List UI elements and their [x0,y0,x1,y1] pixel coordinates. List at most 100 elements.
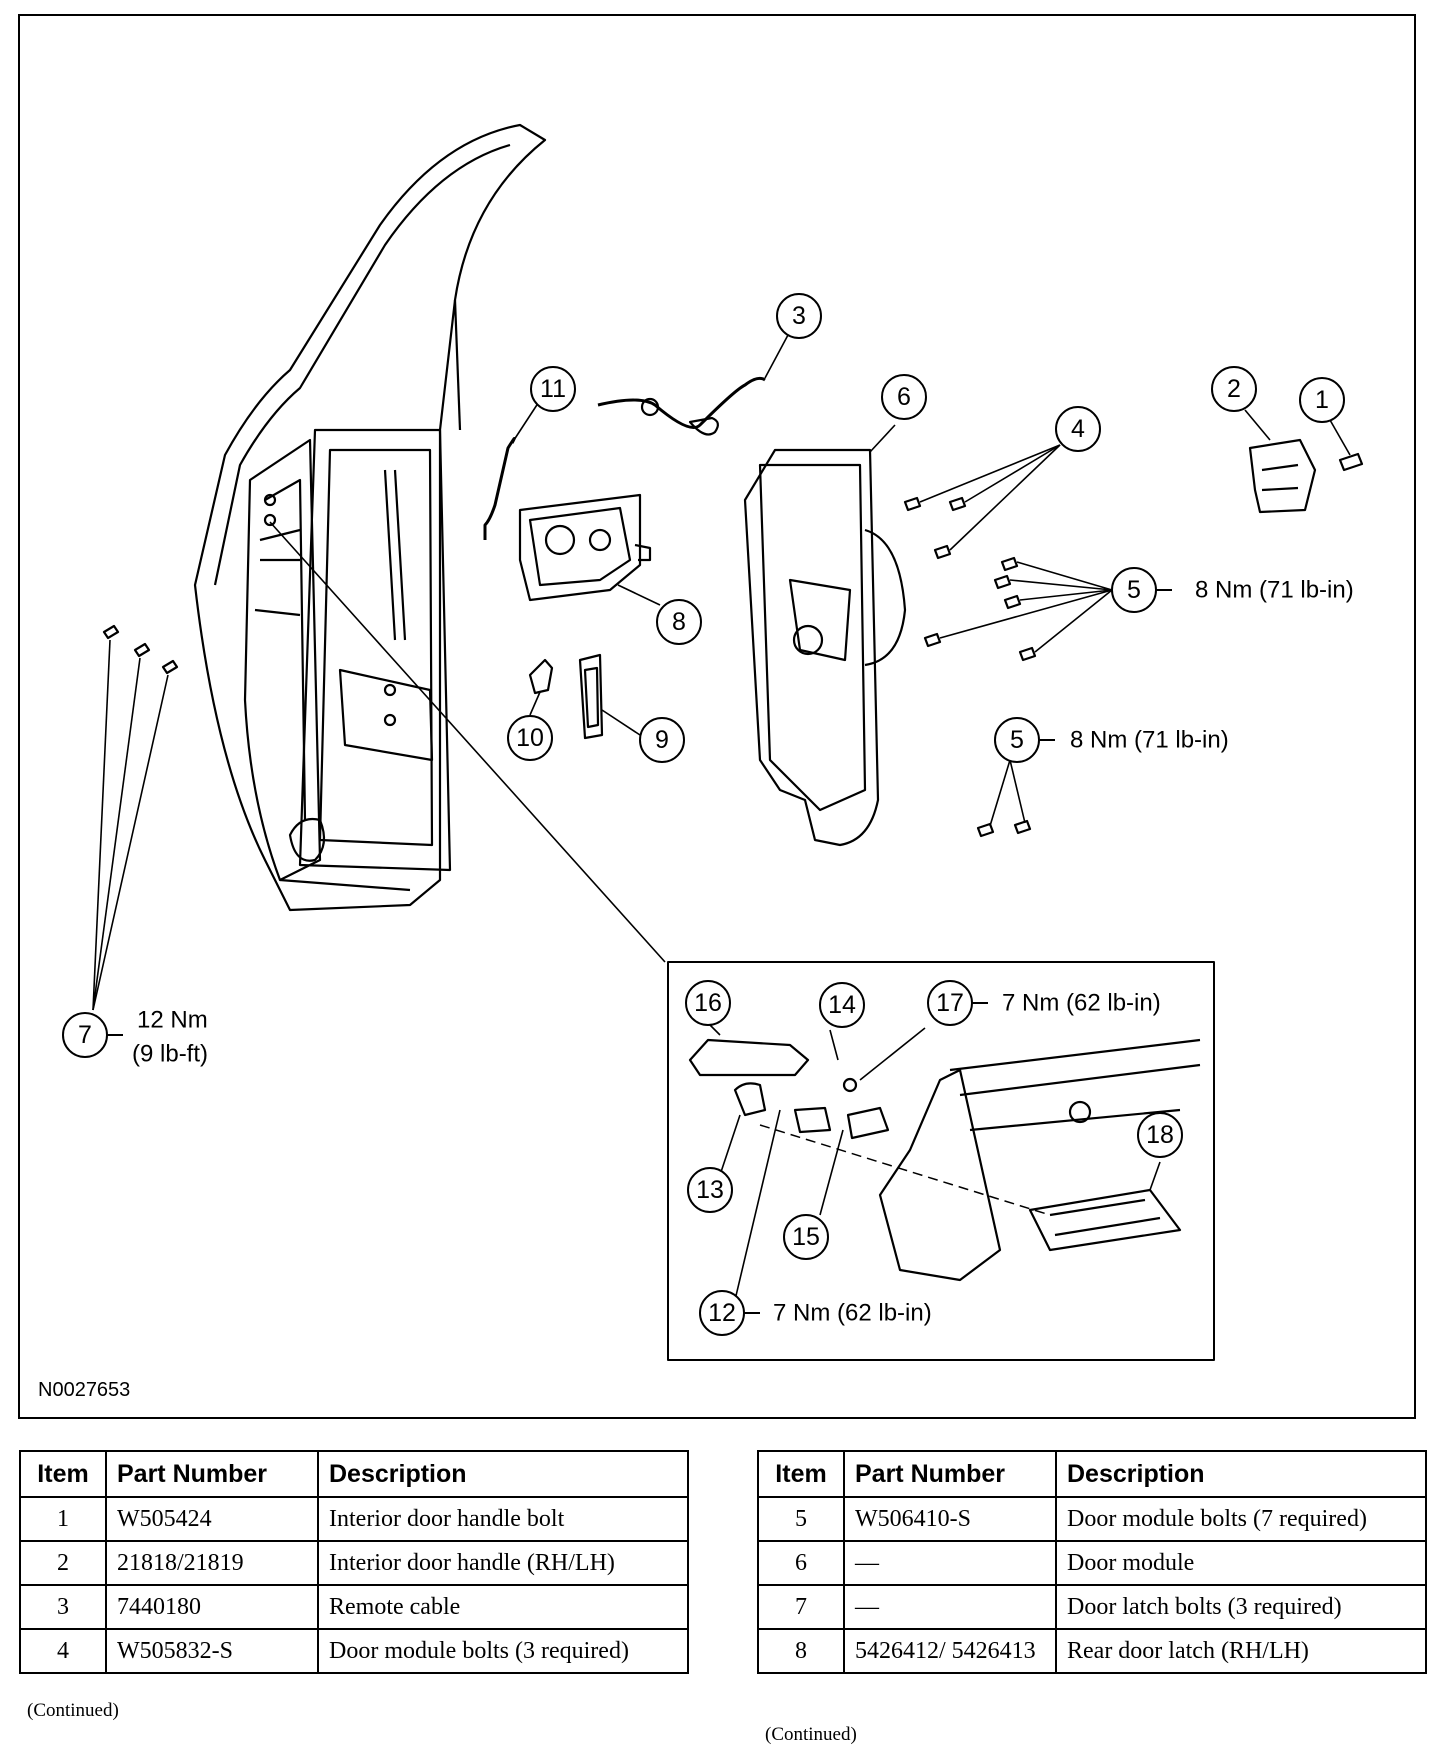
continued-note-right: (Continued) [765,1724,857,1745]
item-cell: 3 [19,1584,107,1630]
parts-table-left: Item Part Number Description 1 W505424 I… [19,1450,689,1674]
small-clip-drawing [528,658,554,716]
item-cell: 5 [757,1496,845,1542]
interior-door-handle-bolt-drawing [1329,419,1364,472]
callout-16-circle [685,980,731,1026]
part-number-cell: W506410-S [843,1496,1057,1542]
callout-13-circle [687,1167,733,1213]
description-cell: Door module bolts (3 required) [317,1628,689,1674]
callout-12: 12 [708,1299,736,1327]
callout-17: 17 [936,989,964,1017]
callout-6-circle [881,374,927,420]
callout-11-circle [530,366,576,412]
header-part-number: Part Number [105,1450,319,1498]
part-number-cell: W505832-S [105,1628,319,1674]
callout-14: 14 [828,991,856,1019]
callout-1-circle [1299,377,1345,423]
table-row: 6 — Door module [757,1540,1427,1586]
door-shell-drawing [193,123,547,912]
callout-15: 15 [792,1223,820,1251]
torque-item17: 7 Nm (62 lb-in) [1002,990,1161,1017]
description-cell: Rear door latch (RH/LH) [1055,1628,1427,1674]
rear-door-latch-drawing [518,493,661,606]
header-item: Item [19,1450,107,1498]
callout-18: 18 [1146,1121,1174,1149]
door-module-drawing [743,424,907,847]
callout-16: 16 [694,989,722,1017]
table-row: 7 — Door latch bolts (3 required) [757,1584,1427,1630]
continued-note-left: (Continued) [27,1700,119,1721]
detail-inset-frame [667,961,1215,1361]
item-cell: 7 [757,1584,845,1630]
callout-8-circle [656,599,702,645]
torque-item5-lower: 8 Nm (71 lb-in) [1070,727,1229,754]
item-cell: 4 [19,1628,107,1674]
item-cell: 1 [19,1496,107,1542]
torque-item5-upper: 8 Nm (71 lb-in) [1195,577,1354,604]
callout-11: 11 [540,375,566,403]
callout-13: 13 [696,1176,724,1204]
description-cell: Door module [1055,1540,1427,1586]
part-number-cell: 7440180 [105,1584,319,1630]
callout-15-circle [783,1214,829,1260]
callout-2: 2 [1227,375,1241,403]
callout-8: 8 [672,608,686,636]
table-row: 2 21818/21819 Interior door handle (RH/L… [19,1540,689,1586]
table-row: 3 7440180 Remote cable [19,1584,689,1630]
callout-4: 4 [1071,415,1085,443]
door-latch-bolts-drawing [92,624,179,1011]
header-description: Description [1055,1450,1427,1498]
table-row: 1 W505424 Interior door handle bolt [19,1496,689,1542]
table-header-row: Item Part Number Description [757,1450,1427,1498]
door-module-bolts-3-drawing [903,444,1061,560]
exploded-view-diagram: 1 2 3 4 5 5 6 7 8 9 10 11 12 13 14 15 16… [38,123,1364,1401]
detail-inset-drawing [688,1024,1201,1301]
callout-9: 9 [655,726,669,754]
part-number-cell: 21818/21819 [105,1540,319,1586]
detail-leader-line [269,521,666,963]
callout-6: 6 [897,383,911,411]
table-row: 5 W506410-S Door module bolts (7 require… [757,1496,1427,1542]
exterior-handle-part-drawing [578,653,641,740]
figure-frame [18,14,1416,1419]
callout-5-lower: 5 [1010,726,1024,754]
callout-18-circle [1137,1112,1183,1158]
callout-2-circle [1211,366,1257,412]
table-row: 4 W505832-S Door module bolts (3 require… [19,1628,689,1674]
header-part-number: Part Number [843,1450,1057,1498]
item-cell: 6 [757,1540,845,1586]
callout-3-circle [776,293,822,339]
interior-door-handle-drawing [1244,409,1317,514]
callout-3: 3 [792,302,806,330]
remote-cable-drawing [597,334,789,436]
torque-item7-line1: 12 Nm [137,1007,208,1034]
rod-drawing [483,437,516,540]
part-number-cell: 5426412/ 5426413 [843,1628,1057,1674]
torque-item7-line2: (9 lb-ft) [132,1041,208,1068]
callout-9-circle [639,717,685,763]
description-cell: Door module bolts (7 required) [1055,1496,1427,1542]
figure-id: N0027653 [38,1379,130,1401]
description-cell: Interior door handle bolt [317,1496,689,1542]
header-item: Item [757,1450,845,1498]
parts-table-right: Item Part Number Description 5 W506410-S… [757,1450,1427,1674]
description-cell: Remote cable [317,1584,689,1630]
item-cell: 8 [757,1628,845,1674]
callout-1: 1 [1315,386,1329,414]
callout-7: 7 [78,1021,92,1049]
callout-14-circle [819,982,865,1028]
table-row: 8 5426412/ 5426413 Rear door latch (RH/L… [757,1628,1427,1674]
callout-4-circle [1055,406,1101,452]
header-description: Description [317,1450,689,1498]
callout-5-upper: 5 [1127,576,1141,604]
door-module-bolts-7-drawing [923,556,1113,838]
description-cell: Interior door handle (RH/LH) [317,1540,689,1586]
callout-10-circle [507,715,553,761]
table-header-row: Item Part Number Description [19,1450,689,1498]
part-number-cell: — [843,1540,1057,1586]
torque-item12: 7 Nm (62 lb-in) [773,1300,932,1327]
part-number-cell: W505424 [105,1496,319,1542]
description-cell: Door latch bolts (3 required) [1055,1584,1427,1630]
part-number-cell: — [843,1584,1057,1630]
item-cell: 2 [19,1540,107,1586]
